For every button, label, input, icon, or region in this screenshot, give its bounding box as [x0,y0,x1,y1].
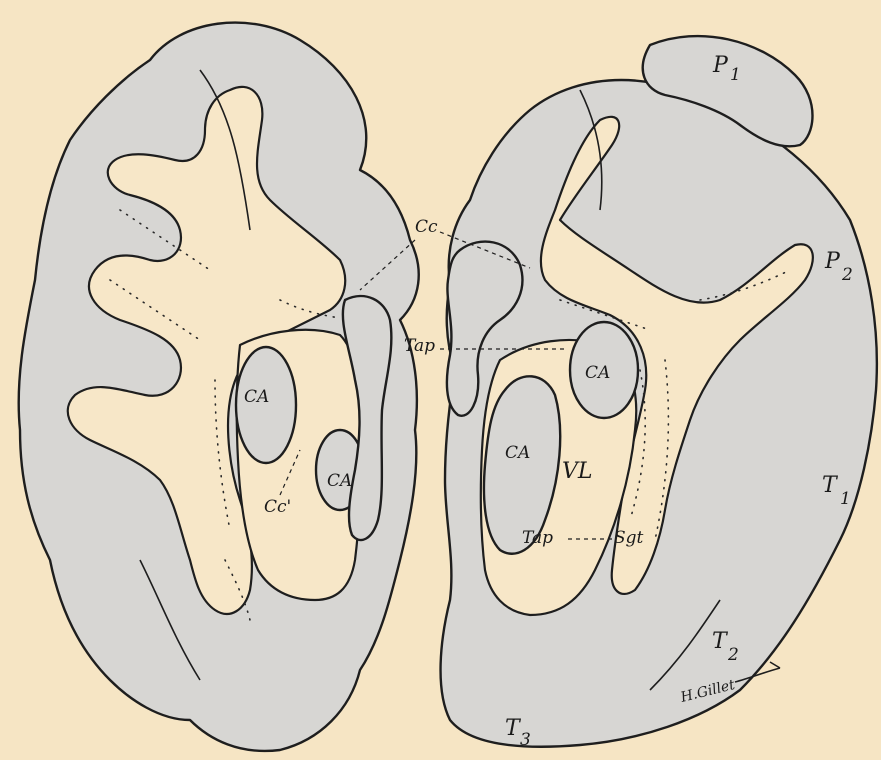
svg-text:P: P [824,249,841,274]
label-tap-mid: Tap [522,528,553,548]
label-ca-right-large: CA [505,443,530,463]
label-ca-left-large: CA [244,387,269,407]
label-ca-left-small: CA [327,471,352,491]
svg-text:2: 2 [727,645,739,665]
svg-text:1: 1 [730,65,741,85]
svg-text:2: 2 [841,265,853,285]
label-ca-right-top: CA [585,363,610,383]
svg-text:P: P [712,53,729,78]
label-sgt: Sgt [614,528,644,548]
label-tap-top: Tap [404,336,435,356]
svg-text:T: T [822,473,839,498]
svg-text:T: T [712,629,729,654]
svg-text:1: 1 [840,489,851,509]
label-vl: VL [562,459,593,484]
label-cc-prime: Cc' [264,497,291,517]
label-cc: Cc [415,217,438,237]
svg-text:3: 3 [520,730,531,750]
left-hemisphere [19,23,419,751]
right-hemisphere [441,36,877,747]
